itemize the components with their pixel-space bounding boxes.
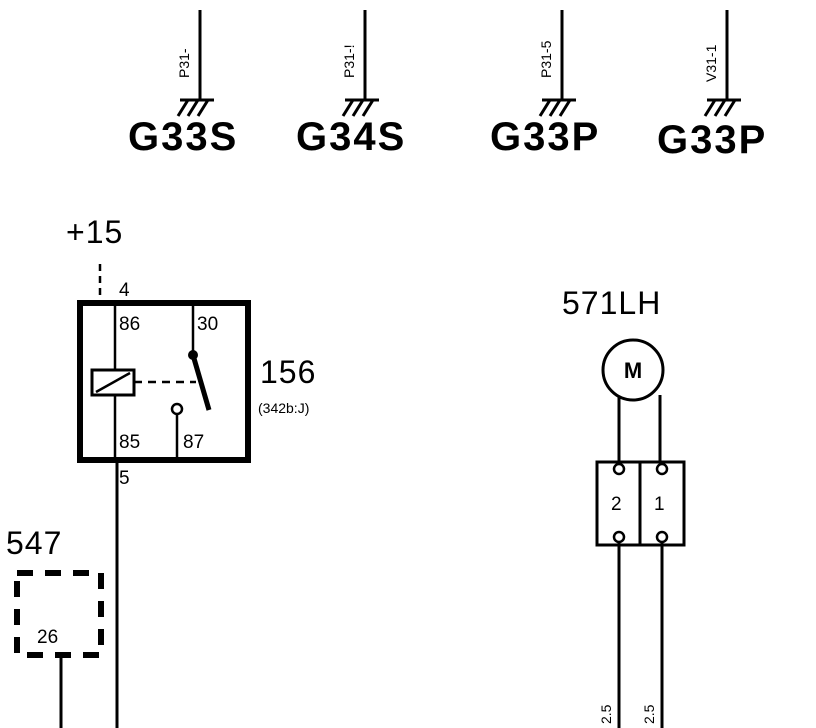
wire-label: V31-1 xyxy=(703,44,719,82)
contact-terminal-icon xyxy=(170,402,184,416)
relay-pin-label: 86 xyxy=(119,314,140,335)
wire-size-label: 2.5 xyxy=(598,704,614,724)
motor-connector: 2 1 xyxy=(595,460,686,547)
ground-symbol-icon xyxy=(538,98,576,117)
relay-pin-label: 85 xyxy=(119,432,140,453)
supply-label: +15 xyxy=(66,214,123,250)
wire-size-label: 2.5 xyxy=(641,704,657,724)
ground-point-label: G33P xyxy=(657,118,767,162)
switch-contact-icon xyxy=(190,354,212,411)
relay-156: 4 86 30 85 87 5 xyxy=(77,280,251,489)
motor-symbol: M xyxy=(624,358,642,383)
connector-pin-icon xyxy=(612,530,626,544)
fuse-terminal: 26 xyxy=(37,627,58,648)
connector-pin-icon xyxy=(612,462,626,476)
motor-label: 571LH xyxy=(562,285,661,321)
connector-pin-icon xyxy=(655,530,669,544)
relay-reference: (342b:J) xyxy=(258,400,309,416)
ground-point-label: G34S xyxy=(296,115,406,159)
relay-pin-label: 5 xyxy=(119,468,130,489)
wire-label: P31- xyxy=(176,48,192,78)
ground-symbol-icon xyxy=(176,98,214,117)
ground-point-label: G33S xyxy=(128,115,238,159)
relay-number: 156 xyxy=(260,354,316,390)
connector-pin-label: 1 xyxy=(654,494,665,515)
relay-pin-label: 4 xyxy=(119,280,130,301)
wire-label: P31-! xyxy=(341,45,357,78)
relay-pin-label: 30 xyxy=(197,314,218,335)
wire-label: P31-5 xyxy=(538,40,554,78)
relay-pin-label: 87 xyxy=(183,432,204,453)
ground-wire-4: V31-1 xyxy=(703,10,741,117)
ground-symbol-icon xyxy=(703,98,741,117)
motor-icon xyxy=(601,338,665,402)
ground-point-label: G33P xyxy=(490,115,600,159)
ground-symbol-icon xyxy=(341,98,379,117)
relay-housing xyxy=(77,300,251,463)
fuse-box xyxy=(14,570,104,658)
ground-wire-1: P31- xyxy=(176,10,214,117)
fuse-number: 547 xyxy=(6,525,62,561)
ground-wire-3: P31-5 xyxy=(538,10,576,117)
ground-wire-2: P31-! xyxy=(341,10,379,117)
connector-pin-icon xyxy=(655,462,669,476)
connector-pin-label: 2 xyxy=(611,494,622,515)
